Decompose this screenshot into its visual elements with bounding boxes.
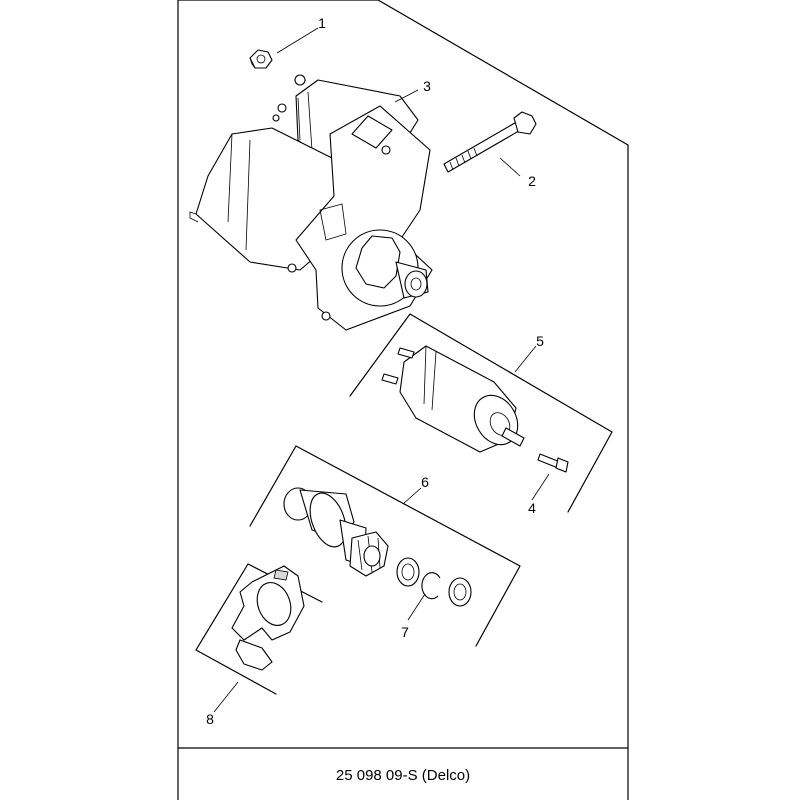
callout-4: 4 <box>528 500 536 516</box>
leader-4 <box>531 473 550 501</box>
part-solenoid <box>381 345 525 453</box>
diagram-frame <box>177 0 629 800</box>
leader-6 <box>402 487 422 505</box>
callout-5: 5 <box>536 333 544 349</box>
callout-7: 7 <box>401 624 409 640</box>
part-lever <box>231 565 305 671</box>
callout-6: 6 <box>421 474 429 490</box>
part-pinion <box>283 487 389 577</box>
leader-2 <box>499 157 521 177</box>
leader-3 <box>394 89 419 103</box>
callout-numbers: 1 2 3 4 5 6 7 8 <box>206 15 544 727</box>
part-washers <box>396 557 472 607</box>
leader-7 <box>407 593 426 621</box>
part-screw <box>537 453 569 473</box>
leader-8 <box>213 681 239 713</box>
callout-1: 1 <box>318 15 326 31</box>
leader-1 <box>276 27 319 54</box>
group-box-pinion <box>249 445 521 647</box>
callout-3: 3 <box>423 78 431 94</box>
part-bolt <box>443 111 537 173</box>
diagram-caption: 25 098 09-S (Delco) <box>336 767 470 784</box>
callout-2: 2 <box>528 173 536 189</box>
leader-lines <box>213 27 550 713</box>
callout-8: 8 <box>206 711 214 727</box>
group-box-solenoid <box>349 313 613 513</box>
part-nut <box>249 49 273 69</box>
part-starter-motor <box>189 74 433 331</box>
leader-5 <box>514 345 537 373</box>
